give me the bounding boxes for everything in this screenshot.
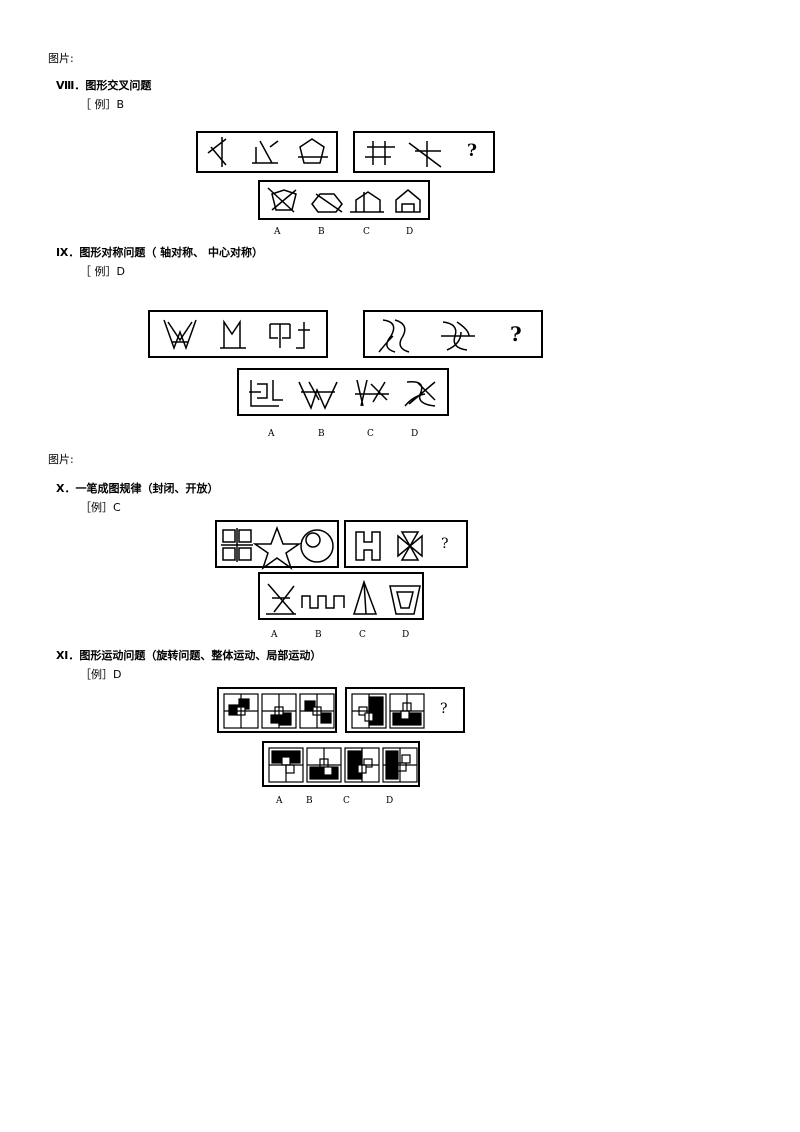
option-label-c: C: [367, 429, 374, 439]
option-figures: [267, 187, 421, 213]
symmetry-figures-1: [163, 319, 310, 351]
puzzle-row-2: ?: [353, 131, 495, 173]
symmetry-figures-2: [378, 319, 475, 353]
puzzle-row-1: [217, 687, 337, 733]
option-label-b: B: [306, 796, 313, 806]
option-label-d: D: [411, 429, 419, 439]
image-caption: 图片:: [48, 52, 74, 65]
cross-figures-1: [207, 137, 328, 167]
option-label-c: C: [343, 796, 350, 806]
option-figures: [268, 747, 418, 783]
puzzle-row-2: ?: [345, 687, 465, 733]
question-mark: ?: [440, 701, 448, 717]
puzzle-row-1: [148, 310, 328, 358]
option-figures: [266, 579, 421, 615]
section-heading-11: Ⅺ．图形运动问题（旋转问题、整体运动、局部运动）: [56, 649, 322, 662]
question-mark: ?: [467, 141, 477, 161]
option-label-b: B: [315, 630, 322, 640]
option-label-a: A: [268, 429, 275, 439]
puzzle-row-2: ?: [344, 520, 468, 568]
motion-figures-1: [223, 693, 335, 729]
option-label-d: D: [406, 227, 414, 237]
option-figures: [249, 379, 436, 411]
option-label-b: B: [318, 227, 325, 237]
example-answer-10: ［例］C: [80, 501, 121, 514]
question-mark: ?: [441, 536, 449, 552]
one-stroke-figures-1: [221, 525, 334, 570]
example-answer-9: ［ 例］D: [80, 265, 125, 278]
example-answer-8: ［ 例］B: [80, 98, 125, 111]
puzzle-row-1: [196, 131, 338, 173]
options-row: [258, 572, 424, 620]
one-stroke-figures-2: [355, 531, 423, 561]
options-row: [258, 180, 430, 220]
motion-figures-2: [351, 693, 425, 729]
example-answer-11: ［例］D: [80, 668, 122, 681]
options-row: [237, 368, 449, 416]
section-heading-10: Ⅹ．一笔成图规律（封闭、开放）: [56, 482, 219, 495]
options-row: [262, 741, 420, 787]
cross-figures-2: [365, 141, 442, 168]
option-label-b: B: [318, 429, 325, 439]
image-caption: 图片:: [48, 453, 74, 466]
puzzle-row-2: ?: [363, 310, 543, 358]
puzzle-row-1: [215, 520, 339, 570]
option-label-a: A: [271, 630, 278, 640]
section-heading-9: Ⅸ．图形对称问题（ 轴对称、 中心对称）: [56, 246, 263, 259]
section-heading-8: Ⅷ．图形交叉问题: [56, 79, 152, 92]
option-label-c: C: [363, 227, 370, 237]
option-label-d: D: [402, 630, 410, 640]
option-label-d: D: [386, 796, 394, 806]
question-mark: ?: [510, 322, 522, 346]
option-label-a: A: [274, 227, 281, 237]
option-label-c: C: [359, 630, 366, 640]
option-label-a: A: [276, 796, 283, 806]
